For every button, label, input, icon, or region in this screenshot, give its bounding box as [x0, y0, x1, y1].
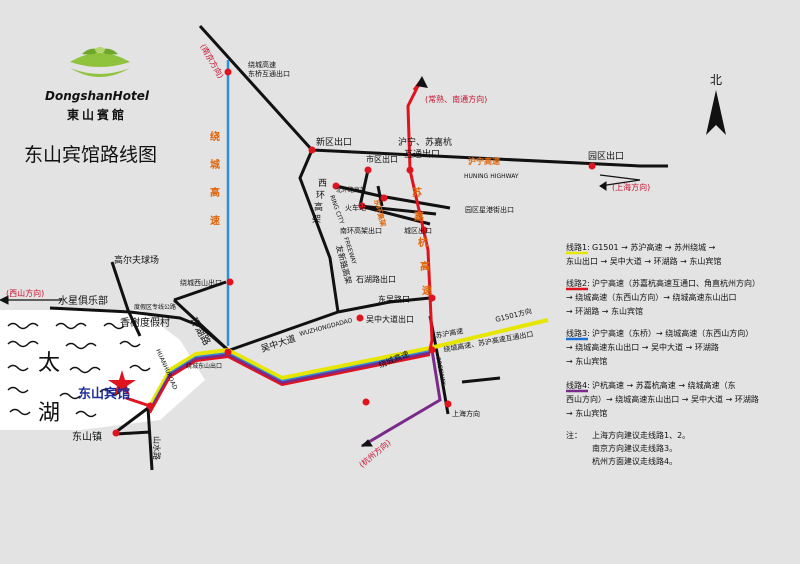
label-shihu-exit: 石湖路出口	[356, 274, 396, 284]
route-4-line-3: → 东山宾馆	[566, 408, 607, 418]
g1501-direction: G1501方向	[494, 306, 532, 324]
label-huning-cn: 沪宁高速	[468, 156, 500, 166]
notes-line-3: 杭州方面建议走线路4。	[592, 456, 677, 466]
label-yuanqu-exit: 园区出口	[588, 150, 624, 162]
route-2-label: 线路2:	[566, 278, 590, 288]
sujiahang-vert-4: 高	[420, 260, 430, 273]
route-3-label: 线路3:	[566, 328, 590, 338]
hotel-star-icon	[108, 370, 136, 396]
minor-roads	[599, 174, 641, 181]
raocheng-vert-4: 速	[210, 214, 220, 227]
route-2: 线路2: 沪宁高速（苏嘉杭高速互通口、角直杭州方向） → 绕城高速（东西山方向）…	[566, 278, 760, 316]
route-3: 线路3: 沪宁高速（东桥）→ 绕城高速（东西山方向） → 绕城高速东山出口 → …	[566, 328, 753, 366]
raocheng-vert-3: 高	[210, 186, 220, 199]
changshu-direction: (常熟、南通方向)	[425, 94, 487, 104]
lake-char-2: 湖	[38, 401, 60, 426]
route-2-line-2: → 绕城高速（东西山方向）→ 绕城高速东山出口	[566, 292, 737, 302]
changshu-arrow-icon	[416, 76, 428, 88]
label-wuzhongdadao: 吴中大道	[259, 332, 297, 355]
label-huning-sujiahang-1: 沪宁、苏嘉杭	[398, 136, 452, 148]
xihuan-2: 环	[316, 190, 325, 201]
nanjing-direction: (南京方向)	[198, 42, 226, 80]
route-1-line-1: G1501 → 苏沪高速 → 苏州绕城 →	[592, 242, 716, 252]
logo-en-text: DongshanHotel	[45, 89, 150, 103]
label-raocheng-dongshan: 绕城东山出口	[186, 362, 222, 370]
north-label: 北	[710, 73, 722, 87]
label-ring-city: RING CITY	[328, 194, 345, 225]
xishan-direction: (西山方向)	[6, 288, 44, 298]
route-1: 线路1: G1501 → 苏沪高速 → 苏州绕城 → 东山出口 → 吴中大道 →…	[566, 242, 721, 266]
route-4-label: 线路4:	[566, 380, 590, 390]
label-beihuan: 北环路高架	[336, 186, 366, 194]
xihuan-4: 架	[312, 214, 321, 225]
label-raocheng-dongqiao-2: 东桥互通出口	[248, 69, 290, 78]
label-wuzhong-en: WUZHONGDADAO	[299, 317, 354, 338]
sujiahang-vert-2: 嘉	[413, 210, 424, 223]
label-xiangshan: 香榭度假村	[120, 316, 170, 329]
label-huning-sujiahang-2: 互通出口	[404, 148, 440, 160]
route-2-line	[406, 81, 434, 351]
wave-icons	[7, 322, 151, 418]
label-gaoerfu: 高尔夫球场	[114, 254, 159, 266]
route-2-line-1: 沪宁高速（苏嘉杭高速互通口、角直杭州方向）	[592, 278, 760, 288]
direction-arrows	[0, 179, 641, 447]
notes-line-1: 上海方向建议走线路1、2。	[592, 430, 690, 440]
label-dujiaqu: 度假区专线公路	[134, 303, 176, 311]
route-notes: 注： 上海方向建议走线路1、2。 南京方向建议走线路3。 杭州方面建议走线路4。	[566, 430, 690, 466]
label-suhu: 苏沪高速	[435, 326, 464, 340]
hotel-marker-label: 东山宾馆	[78, 386, 130, 402]
label-huning-en: HUNING HIGHWAY	[464, 173, 519, 180]
compass: 北	[706, 73, 726, 135]
shanghai-south-direction: 上海方向	[452, 409, 480, 418]
route-legend: 线路1: G1501 → 苏沪高速 → 苏州绕城 → 东山出口 → 吴中大道 →…	[566, 242, 760, 466]
north-arrow-icon	[706, 90, 726, 135]
xihuan-1: 西	[318, 178, 327, 189]
route-3-line-2: → 绕城高速东山出口 → 吴中大道 → 环湖路	[566, 342, 719, 352]
label-dongwu-exit: 东吴路口	[378, 294, 410, 304]
route-2-line-3: → 环湖路 → 东山宾馆	[566, 306, 643, 316]
label-chengqu-exit: 城区出口	[404, 226, 432, 235]
sujiahang-vert-5: 速	[422, 284, 432, 297]
label-yuanqu-xingang: 园区星港街出口	[465, 205, 514, 214]
notes-line-2: 南京方向建议走线路3。	[592, 443, 677, 453]
page-title: 东山宾馆路线图	[24, 144, 157, 166]
route-4: 线路4: 沪杭高速 → 苏嘉杭高速 → 绕城高速（东 西山方向）→ 绕城高速东山…	[566, 380, 759, 418]
route-3-line-3: → 东山宾馆	[566, 356, 607, 366]
label-raocheng-gaosu: 绕城高速	[377, 349, 410, 370]
label-shanshui-lu: 山水路	[152, 436, 162, 460]
route-4-line-1: 沪杭高速 → 苏嘉杭高速 → 绕城高速（东	[592, 380, 736, 390]
hotel-logo: DongshanHotel 東山賓館	[45, 47, 150, 122]
label-shuixing: 水星俱乐部	[58, 294, 108, 307]
route-1-label: 线路1:	[566, 242, 590, 252]
route-4-line-2: 西山方向）→ 绕城高速东山出口 → 吴中大道 → 环湖路	[566, 394, 759, 404]
label-wuzhong-exit: 吴中大道出口	[366, 314, 414, 324]
raocheng-vert-2: 城	[210, 158, 220, 171]
sujiahang-vert-1: 苏	[412, 186, 422, 199]
label-raocheng-dongqiao-1: 绕城高速	[248, 60, 276, 69]
label-raocheng-xishan: 绕城西山出口	[180, 278, 222, 287]
route-1-line-2: 东山出口 → 吴中大道 → 环湖路 → 东山宾馆	[566, 256, 721, 266]
raocheng-vert-1: 绕	[210, 130, 220, 143]
label-dongshanzhen: 东山镇	[72, 430, 102, 443]
notes-head: 注：	[566, 430, 582, 440]
lake-char-1: 太	[38, 351, 60, 376]
shanghai-east-direction: (上海方向)	[612, 182, 650, 192]
label-nanhuan-exit: 南环高架出口	[340, 226, 382, 235]
label-shiqu-exit: 市区出口	[366, 154, 398, 164]
route-nodes	[112, 68, 596, 437]
label-huochezhan: 火车站	[345, 203, 366, 212]
sujiahang-vert-3: 杭	[418, 236, 428, 249]
route-4-line	[361, 349, 442, 448]
xihuan-3: 高	[314, 201, 323, 213]
hangzhou-direction: (杭州方向)	[357, 437, 393, 469]
leaf-logo-icon	[70, 47, 130, 77]
route-3-line-1: 沪宁高速（东桥）→ 绕城高速（东西山方向）	[592, 328, 753, 338]
logo-cn-text: 東山賓館	[67, 107, 127, 122]
label-xinqu-exit: 新区出口	[316, 136, 352, 148]
